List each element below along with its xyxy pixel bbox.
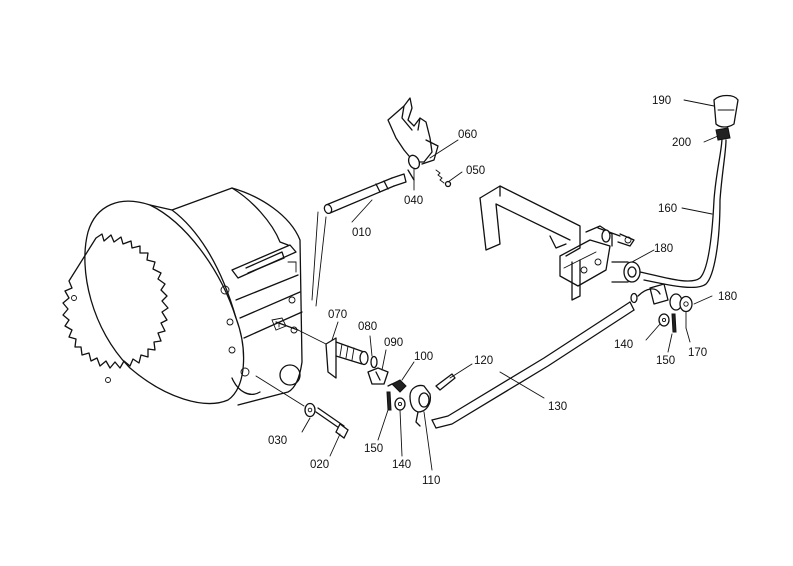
label-140-right: 140 bbox=[614, 339, 633, 351]
part-090-collar bbox=[367, 367, 389, 385]
label-020: 020 bbox=[310, 459, 329, 471]
label-190: 190 bbox=[652, 95, 671, 107]
label-030: 030 bbox=[268, 435, 287, 447]
label-070: 070 bbox=[328, 309, 347, 321]
label-140-left: 140 bbox=[392, 459, 411, 471]
transmission-housing bbox=[62, 187, 303, 406]
part-140-washer-right bbox=[658, 313, 670, 327]
label-060: 060 bbox=[458, 129, 477, 141]
part-010-shift-rod bbox=[311, 173, 407, 307]
part-120-spring-pin bbox=[435, 373, 456, 391]
label-110: 110 bbox=[422, 475, 440, 487]
part-labels: 010 020 030 040 050 060 070 080 090 100 … bbox=[268, 95, 737, 487]
part-160-shift-lever bbox=[639, 125, 729, 289]
label-180-lower: 180 bbox=[718, 291, 737, 303]
label-150-left: 150 bbox=[364, 443, 383, 455]
label-160: 160 bbox=[658, 203, 677, 215]
part-140-washer-left bbox=[394, 397, 406, 411]
part-130-shift-link-rod bbox=[431, 288, 661, 429]
part-110-lever-arm bbox=[409, 384, 432, 427]
part-060-shift-fork bbox=[387, 97, 439, 181]
label-040: 040 bbox=[404, 195, 423, 207]
part-180-bushing-lower bbox=[649, 283, 693, 313]
label-100: 100 bbox=[414, 351, 433, 363]
label-170: 170 bbox=[688, 347, 707, 359]
label-150-right: 150 bbox=[656, 355, 675, 367]
part-200-nut bbox=[715, 127, 731, 141]
label-130: 130 bbox=[548, 401, 567, 413]
part-150-pin-left bbox=[386, 391, 392, 411]
label-200: 200 bbox=[672, 137, 691, 149]
part-180-bushing-upper bbox=[611, 261, 641, 283]
label-180-upper: 180 bbox=[654, 243, 673, 255]
part-070-shift-lever-shaft bbox=[275, 321, 369, 379]
label-080: 080 bbox=[358, 321, 377, 333]
label-050: 050 bbox=[466, 165, 485, 177]
lever-bracket bbox=[479, 185, 635, 301]
label-010: 010 bbox=[352, 227, 371, 239]
label-090: 090 bbox=[384, 337, 403, 349]
part-190-knob bbox=[713, 94, 739, 128]
part-020-bolt bbox=[255, 375, 349, 439]
part-080-o-ring bbox=[370, 355, 378, 369]
label-120: 120 bbox=[474, 355, 493, 367]
part-150-pin-right bbox=[671, 313, 677, 333]
part-100-nut bbox=[387, 379, 407, 393]
part-050-spring-pin bbox=[435, 169, 452, 188]
part-030-washer bbox=[304, 402, 316, 418]
leader-lines bbox=[301, 99, 719, 471]
